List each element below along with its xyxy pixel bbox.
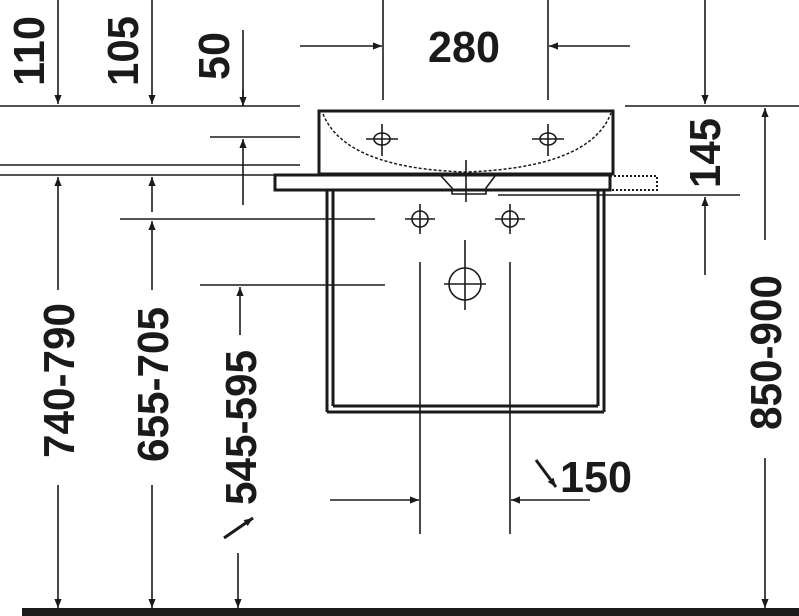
- dim-145-label: 145: [681, 118, 730, 188]
- washbasin: [317, 109, 615, 202]
- console-frame: [325, 190, 606, 414]
- waste-outlet: [444, 240, 486, 310]
- dim-850-900-label: 850-900: [742, 275, 791, 430]
- dim-655-705: 655-705: [129, 177, 178, 608]
- dim-740-790: 740-790: [35, 177, 84, 608]
- console-top: [0, 173, 740, 196]
- dim-280: 280: [300, 0, 630, 100]
- top-dimension-arrows: [0, 0, 300, 205]
- dim-545-595-label: 545-595: [217, 350, 266, 505]
- tap-hole-right: [532, 124, 564, 156]
- dim-150: 150: [330, 453, 632, 504]
- water-supply-right: [495, 204, 525, 234]
- dim-105-label: 105: [99, 16, 148, 86]
- floor-line: [22, 608, 799, 616]
- dim-655-705-label: 655-705: [129, 307, 178, 462]
- water-supply-left: [405, 204, 435, 234]
- dim-50-label: 50: [190, 32, 239, 80]
- dim-850-900: 850-900: [742, 108, 791, 608]
- dim-740-790-label: 740-790: [35, 303, 84, 458]
- dim-280-label: 280: [428, 23, 500, 72]
- dim-145: 145: [625, 0, 799, 275]
- tap-hole-left: [366, 124, 398, 156]
- dim-545-595: 545-595: [217, 287, 266, 608]
- dim-110-label: 110: [5, 16, 54, 86]
- dim-150-label: 150: [560, 453, 632, 502]
